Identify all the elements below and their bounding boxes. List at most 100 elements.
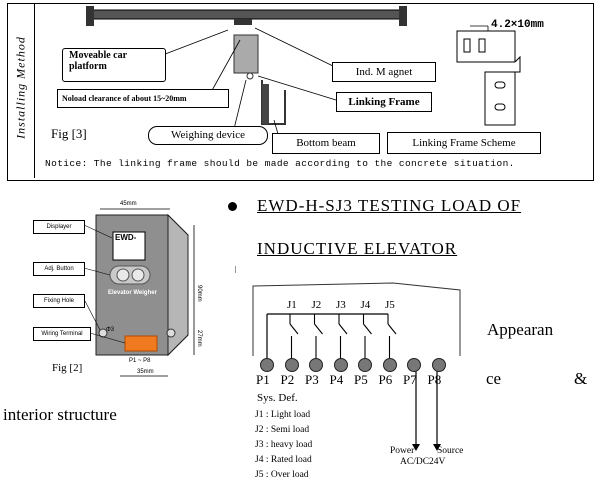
schematic-enclosure — [252, 282, 461, 356]
fig2-label: Fig [2] — [52, 362, 83, 374]
installing-method-side-title: Installing Method — [8, 4, 35, 178]
amp-text: & — [574, 369, 588, 388]
dim-width: 45mm — [120, 201, 137, 207]
dimension-label: 4.2×10mm — [491, 19, 544, 31]
device-button-up — [116, 268, 130, 282]
device-brand-text: Elevator Weigher — [108, 290, 157, 296]
supply-label: AC/DC24V — [400, 457, 446, 467]
scheme-slot-left — [463, 38, 471, 53]
dim-phi: Φ3 — [106, 327, 115, 333]
scheme-hole-lower — [494, 103, 506, 111]
def-j1: J1 : Light load — [255, 410, 311, 420]
power-label: Power — [390, 446, 415, 456]
ce-text: ce — [486, 369, 502, 388]
linking-scheme-text: Linking Frame Scheme — [412, 137, 516, 149]
platform-right-bracket — [399, 6, 407, 26]
moveable-car-line2: platform — [69, 60, 107, 72]
magnet-mount — [234, 19, 252, 25]
displayer-callout: Displayer — [33, 220, 85, 234]
moveable-car-label: Moveable car platform — [62, 48, 166, 82]
switch-group — [289, 314, 397, 360]
power-arrow-1 — [412, 444, 420, 451]
noload-clearance-label: Noload clearance of about 15~20mm — [57, 89, 229, 108]
device-button-down — [131, 268, 145, 282]
pin-label-p2: P2 — [280, 372, 295, 387]
testing-heading-line2: INDUCTIVE ELEVATOR — [257, 239, 458, 258]
terminal-p3 — [309, 358, 323, 372]
switch-label-j3: J3 — [336, 299, 346, 311]
def-j2: J2 : Semi load — [255, 425, 310, 435]
device-display-text: EWD- — [115, 233, 137, 242]
pin-label-p6: P6 — [378, 372, 393, 387]
adj-button-callout: Adj. Button — [33, 262, 85, 276]
notice-text: Notice: The linking frame should be made… — [45, 158, 515, 169]
tick-mark — [235, 266, 236, 273]
linking-frame-label: Linking Frame — [336, 92, 432, 112]
switch-contact — [363, 323, 372, 335]
weighing-device-body — [233, 34, 259, 74]
fixing-hole-right — [166, 328, 176, 338]
dim-height: 90mm — [196, 285, 202, 302]
sys-def-title: Sys. Def. — [257, 392, 298, 404]
pin-label-p1: P1 — [256, 372, 270, 387]
terminal-range-label: P1 ~ P8 — [129, 358, 151, 364]
switch-label-j4: J4 — [360, 299, 371, 311]
ind-magnet-text: Ind. M agnet — [355, 66, 413, 78]
pin-label-p4: P4 — [329, 372, 344, 387]
bottom-beam-text: Bottom beam — [296, 137, 356, 149]
bottom-beam-label: Bottom beam — [272, 133, 380, 154]
installing-diagram-svg — [86, 6, 521, 135]
switch-label-j5: J5 — [385, 299, 395, 311]
interior-text: interior structure — [3, 405, 117, 424]
adj-button-text: Adj. Button — [44, 266, 74, 272]
switch-contact — [338, 323, 348, 335]
heading-bullet — [228, 202, 237, 211]
scheme-hole-upper — [494, 81, 506, 89]
weighing-device-text: Weighing device — [171, 129, 245, 141]
terminal-p2 — [284, 358, 299, 372]
sensor-dot — [246, 72, 254, 80]
fixing-hole-text: Fixing Hole — [43, 298, 74, 304]
scheme-slot-right — [478, 38, 486, 53]
device-screen — [112, 231, 146, 261]
terminal-p1 — [260, 358, 274, 372]
wiring-terminal-block — [124, 335, 158, 352]
terminal-p5 — [358, 358, 372, 372]
wiring-terminal-callout: Wiring Terminal — [33, 327, 91, 341]
displayer-text: Displayer — [46, 224, 72, 230]
weighing-device-label: Weighing device — [148, 126, 268, 145]
terminal-p7 — [407, 358, 421, 372]
dim-terminal: 27mm — [196, 330, 202, 347]
platform-left-bracket — [86, 6, 94, 26]
def-j5: J5 : Over load — [255, 470, 309, 480]
fig3-label: Fig [3] — [51, 126, 87, 141]
switch-contact — [289, 323, 299, 335]
device-figure-svg — [83, 208, 195, 377]
bottom-beam-block — [262, 84, 269, 124]
wiring-terminal-text: Wiring Terminal — [41, 331, 83, 337]
terminal-p6 — [382, 358, 397, 372]
linking-scheme-label: Linking Frame Scheme — [387, 132, 541, 154]
switch-label-j1: J1 — [287, 299, 297, 311]
scheme-bend — [484, 55, 521, 126]
pin-label-p3: P3 — [305, 372, 319, 387]
source-label: Source — [437, 446, 464, 456]
pin-label-p7: P7 — [403, 372, 417, 387]
testing-heading-line1: EWD-H-SJ3 TESTING LOAD OF — [257, 196, 522, 215]
switch-contact — [314, 323, 323, 335]
power-arrow-2 — [433, 444, 441, 451]
def-j3: J3 : heavy load — [255, 440, 313, 450]
switch-label-j2: J2 — [311, 299, 322, 311]
device-side — [167, 213, 189, 357]
fixing-hole-callout: Fixing Hole — [33, 294, 85, 308]
def-j4: J4 : Rated load — [255, 455, 312, 465]
ind-magnet-label: Ind. M agnet — [332, 62, 436, 82]
linking-frame-text: Linking Frame — [348, 96, 420, 108]
appearance-text: Appearan — [487, 320, 554, 339]
switch-contact — [387, 323, 397, 335]
dim-bottom: 35mm — [137, 369, 154, 375]
terminal-p8 — [431, 358, 446, 372]
moveable-car-line1: Moveable car — [69, 50, 128, 61]
pin-label-p5: P5 — [354, 372, 368, 387]
